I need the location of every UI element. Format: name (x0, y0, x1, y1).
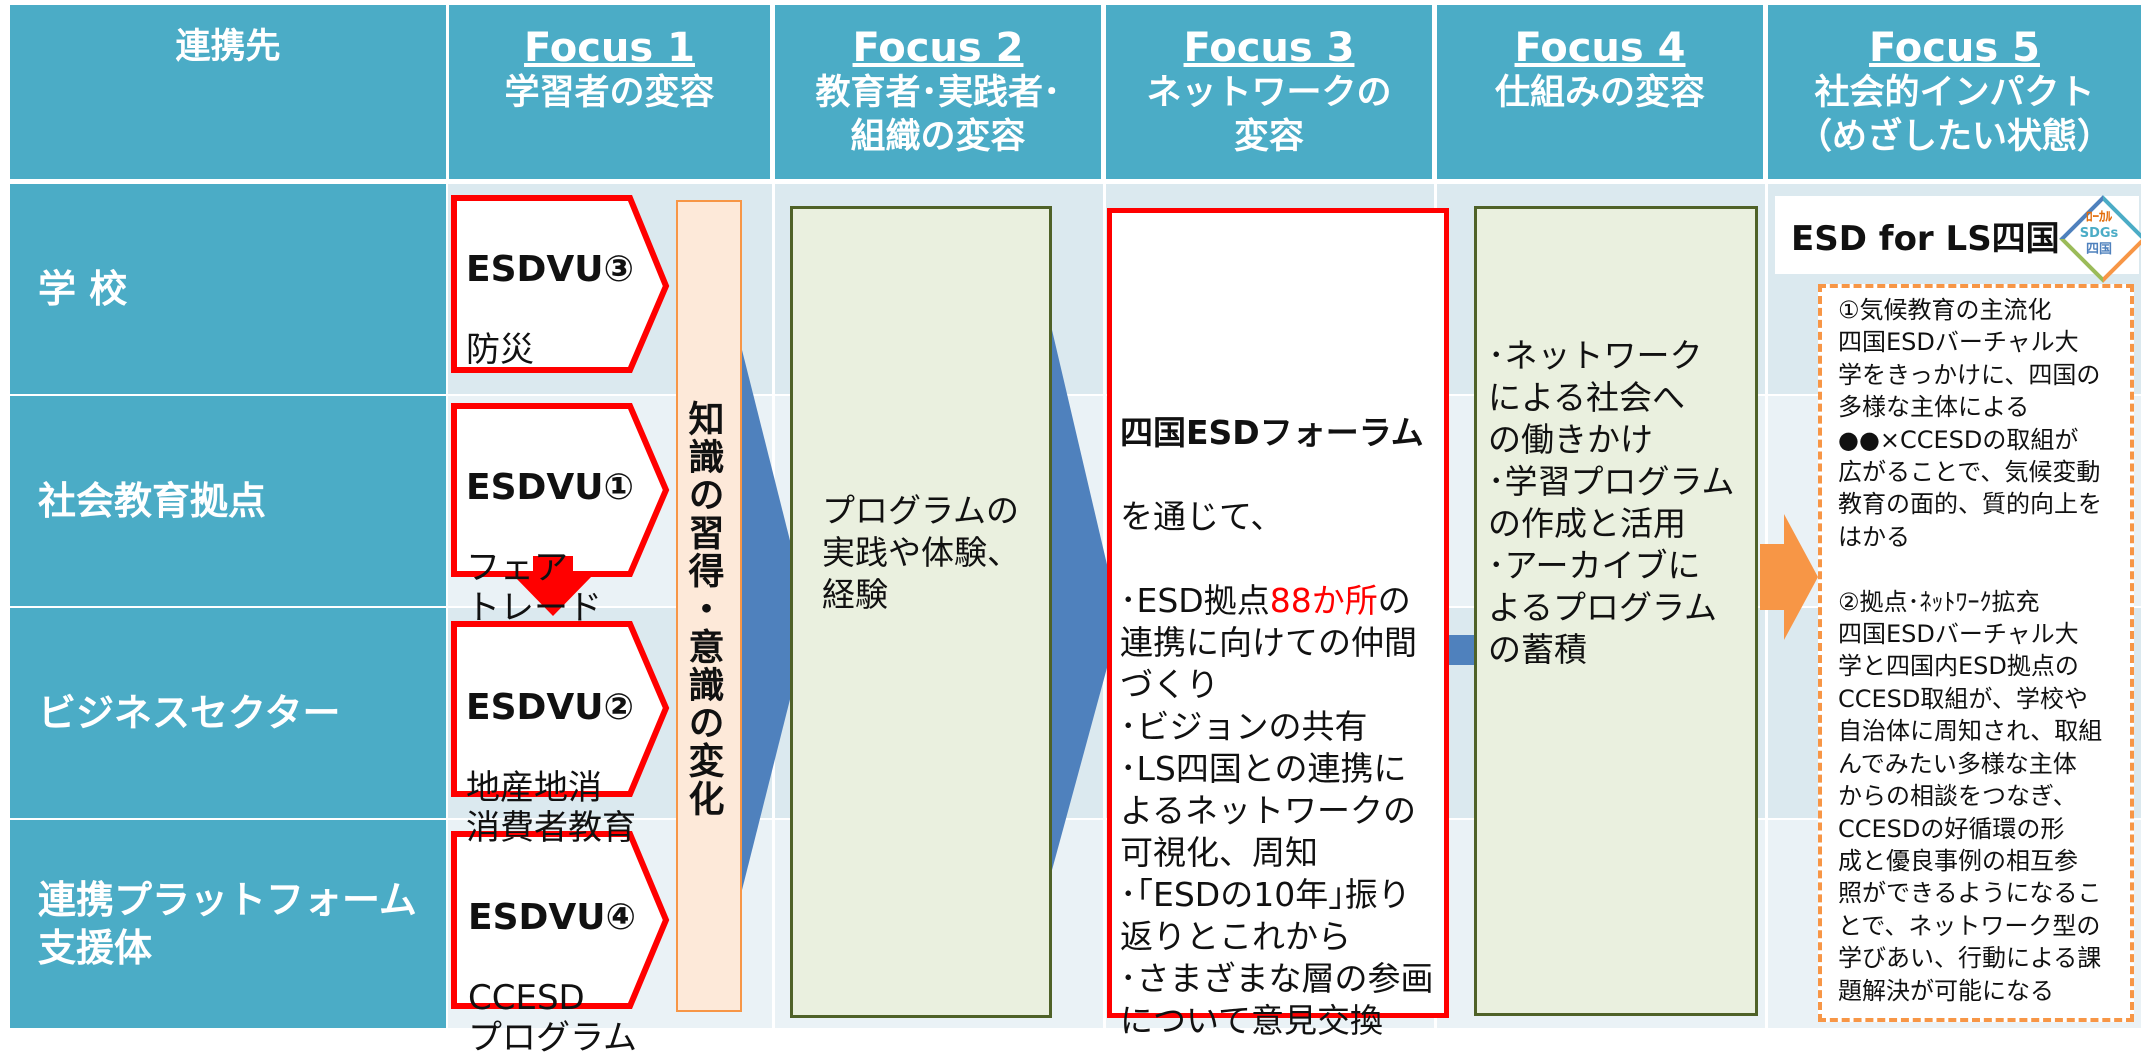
knowledge-vertical-text: 知識の習得・意識の変化 (682, 400, 724, 818)
focus5-subtitle: 社会的インパクト （めざしたい状態） (1796, 73, 2112, 157)
esdvu1-pentagon (451, 403, 670, 577)
focus3-bullet1-post: の 連携に向けての仲間 づくり (1120, 581, 1417, 704)
esdvu3-body: 防災 (466, 330, 534, 370)
header-focus5: Focus 5 社会的インパクト （めざしたい状態） (1768, 5, 2141, 179)
focus2-box (790, 206, 1052, 1018)
esdvu1-body: フェア トレード (466, 548, 602, 628)
focus3-bullet1-pre: ･ESD拠点 (1120, 581, 1270, 620)
esdvu4-title: ESDVU④ (468, 897, 636, 938)
esdvu4-body: CCESD プログラム (468, 978, 637, 1058)
header-partners-label: 連携先 (175, 27, 281, 67)
focus3-intro: を通じて、 (1120, 497, 1284, 536)
focus3-content: 四国ESDフォーラム を通じて、 ･ESD拠点88か所の 連携に向けての仲間 づく… (1120, 370, 1440, 1042)
esdvu4-pentagon (451, 831, 670, 1009)
header-focus1: Focus 1 学習者の変容 (449, 5, 770, 179)
header-focus3: Focus 3 ネットワークの 変容 (1106, 5, 1432, 179)
esdvu1-label: ESDVU① フェア トレード (466, 428, 646, 629)
row-label-platform-support: 連携プラットフォーム 支援体 (10, 820, 446, 1028)
header-focus2: Focus 2 教育者･実践者･ 組織の変容 (775, 5, 1101, 179)
focus5-title: Focus 5 (1869, 25, 2040, 71)
esdvu3-label: ESDVU③ 防災 (466, 210, 646, 371)
blue-arrow-2 (1052, 330, 1120, 870)
badge-shikoku: 四国 (2085, 242, 2112, 257)
orange-arrow (1760, 514, 1818, 640)
row-label-school: 学 校 (10, 184, 446, 394)
focus5-text: ①気候教育の主流化 四国ESDバーチャル大 学をきっかけに、四国の 多様な主体に… (1838, 296, 2103, 1005)
esdvu2-pentagon (451, 621, 670, 797)
esdvu-shapes (451, 195, 670, 1009)
focus2-title: Focus 2 (852, 25, 1024, 71)
row-label-business-sector: ビジネスセクター (10, 608, 446, 818)
focus3-subtitle: ネットワークの 変容 (1146, 73, 1392, 157)
focus1-subtitle: 学習者の変容 (504, 73, 715, 113)
focus3-bullet1-red: 88か所 (1269, 581, 1378, 620)
focus4-text: ･ネットワーク による社会へ の働きかけ ･学習プログラム の作成と活用 ･アー… (1488, 336, 1735, 669)
logo-text: ESD for LS四国 (1791, 218, 2060, 259)
esdvu3-title: ESDVU③ (466, 249, 634, 290)
focus4-box (1474, 206, 1758, 1016)
header-partners: 連携先 (10, 5, 446, 179)
esdvu2-label: ESDVU② 地産地消 消費者教育 (466, 648, 646, 849)
esdvu3-pentagon (451, 195, 670, 373)
header-focus4: Focus 4 仕組みの変容 (1437, 5, 1763, 179)
focus1-title: Focus 1 (524, 25, 695, 71)
esdvu2-title: ESDVU② (466, 687, 634, 728)
focus5-box (1818, 284, 2134, 1022)
esdvu2-body: 地産地消 消費者教育 (466, 768, 636, 848)
row-label-social-education: 社会教育拠点 (10, 396, 446, 606)
esdvu1-title: ESDVU① (466, 467, 634, 508)
badge-sdgs: SDGs (2079, 226, 2119, 241)
focus2-subtitle: 教育者･実践者･ 組織の変容 (815, 73, 1061, 157)
knowledge-vertical-box (676, 200, 742, 1012)
focus4-title: Focus 4 (1514, 25, 1686, 71)
down-arrow-red (514, 556, 592, 616)
focus3-title: Focus 3 (1183, 25, 1355, 71)
focus3-bullets-rest: ･ビジョンの共有 ･LS四国との連携に よるネットワークの 可視化、周知 ･｢E… (1120, 707, 1434, 1040)
blue-arrow-1 (742, 350, 810, 890)
focus3-forum-title: 四国ESDフォーラム (1120, 413, 1424, 452)
focus4-subtitle: 仕組みの変容 (1494, 73, 1705, 113)
focus2-text: プログラムの 実践や体験、 経験 (822, 491, 1020, 614)
badge-local: ﾛｰｶﾙ (2086, 210, 2112, 225)
esdvu4-label: ESDVU④ CCESD プログラム (468, 858, 648, 1058)
local-sdgs-badge: ﾛｰｶﾙ SDGs 四国 (2059, 195, 2141, 283)
focus3-box (1107, 208, 1449, 1018)
